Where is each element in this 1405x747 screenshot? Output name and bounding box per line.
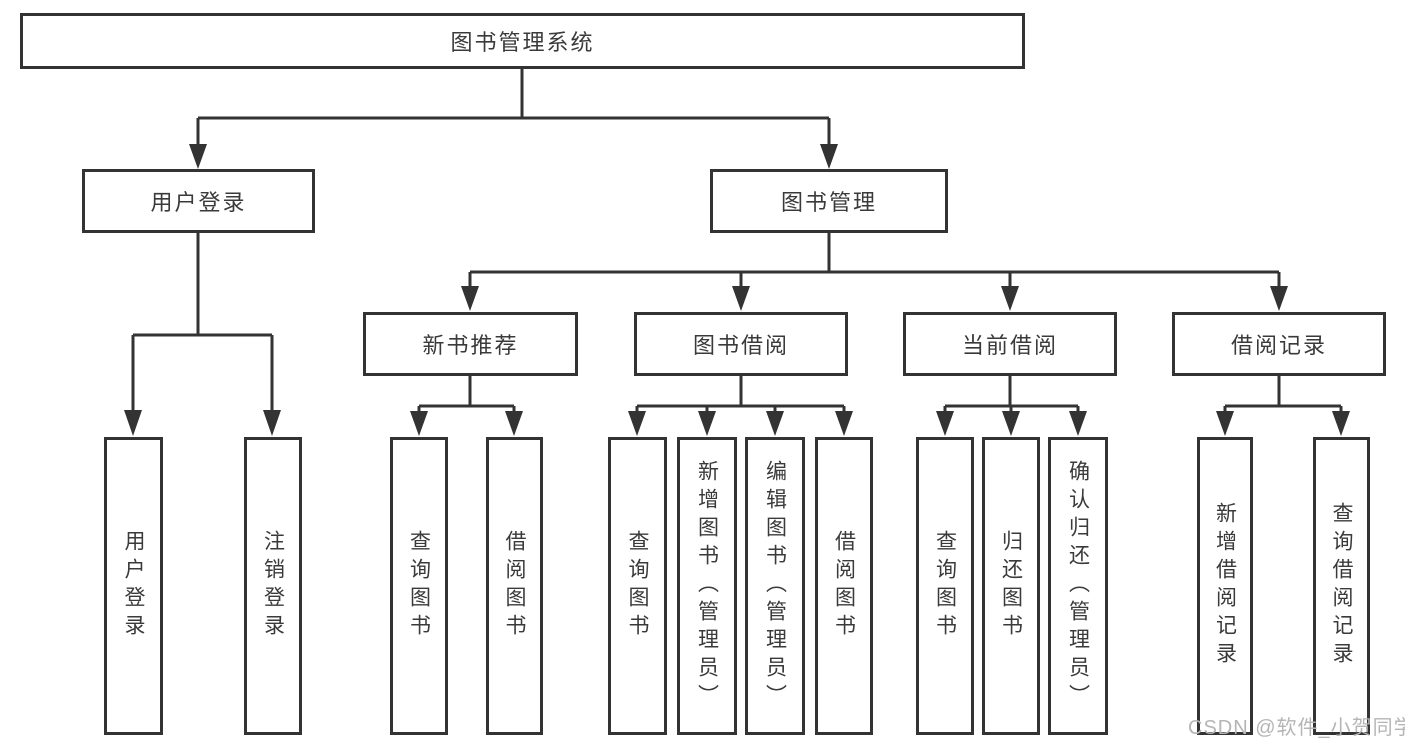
node-label: 借阅记录 [1230, 333, 1327, 358]
node-label: 确认归还（管理员） [1066, 460, 1090, 712]
node-label: 用户登录 [122, 530, 145, 642]
connector-edges [131, 69, 1343, 415]
node-user-login: 用户登录 [82, 169, 315, 233]
node-label: 用户登录 [150, 190, 247, 215]
leaf-confirm-return-admin: 确认归还（管理员） [1048, 437, 1108, 735]
leaf-return-book: 归还图书 [982, 437, 1040, 735]
arrowheads [124, 144, 1350, 436]
node-new-book-recommend: 新书推荐 [363, 312, 578, 376]
leaf-query-books-borrow: 查询图书 [608, 437, 667, 735]
leaf-logout: 注销登录 [244, 437, 302, 735]
node-label: 图书管理 [780, 190, 877, 215]
leaf-edit-book-admin: 编辑图书（管理员） [745, 437, 805, 735]
node-label: 归还图书 [999, 530, 1023, 642]
leaf-user-login: 用户登录 [104, 437, 163, 735]
leaf-borrow-books-recommend: 借阅图书 [486, 437, 543, 735]
node-label: 图书借阅 [692, 333, 789, 358]
leaf-add-borrow-record: 新增借阅记录 [1197, 437, 1253, 735]
node-label: 图书管理系统 [450, 30, 595, 55]
node-root: 图书管理系统 [20, 13, 1025, 69]
node-current-borrowing: 当前借阅 [903, 312, 1117, 376]
node-label: 当前借阅 [961, 333, 1058, 358]
node-borrowing-records: 借阅记录 [1172, 312, 1386, 376]
node-label: 查询图书 [407, 530, 431, 642]
leaf-add-book-admin: 新增图书（管理员） [677, 437, 737, 735]
node-label: 借阅图书 [832, 530, 856, 642]
node-label: 注销登录 [261, 530, 285, 642]
leaf-borrow-books: 借阅图书 [815, 437, 873, 735]
node-label: 新书推荐 [422, 333, 519, 358]
node-label: 编辑图书（管理员） [763, 460, 787, 712]
node-label: 查询图书 [933, 530, 957, 642]
leaf-query-books-recommend: 查询图书 [390, 437, 448, 735]
node-label: 新增图书（管理员） [695, 460, 719, 712]
node-label: 查询图书 [626, 530, 649, 642]
leaf-query-books-current: 查询图书 [916, 437, 974, 735]
node-book-borrowing: 图书借阅 [634, 312, 848, 376]
node-book-management: 图书管理 [710, 169, 948, 233]
watermark: CSDN @软件_小贺同学 [1188, 717, 1405, 739]
node-label: 借阅图书 [503, 530, 526, 642]
leaf-query-borrow-record: 查询借阅记录 [1313, 437, 1370, 735]
node-label: 新增借阅记录 [1213, 502, 1237, 670]
node-label: 查询借阅记录 [1330, 502, 1353, 670]
